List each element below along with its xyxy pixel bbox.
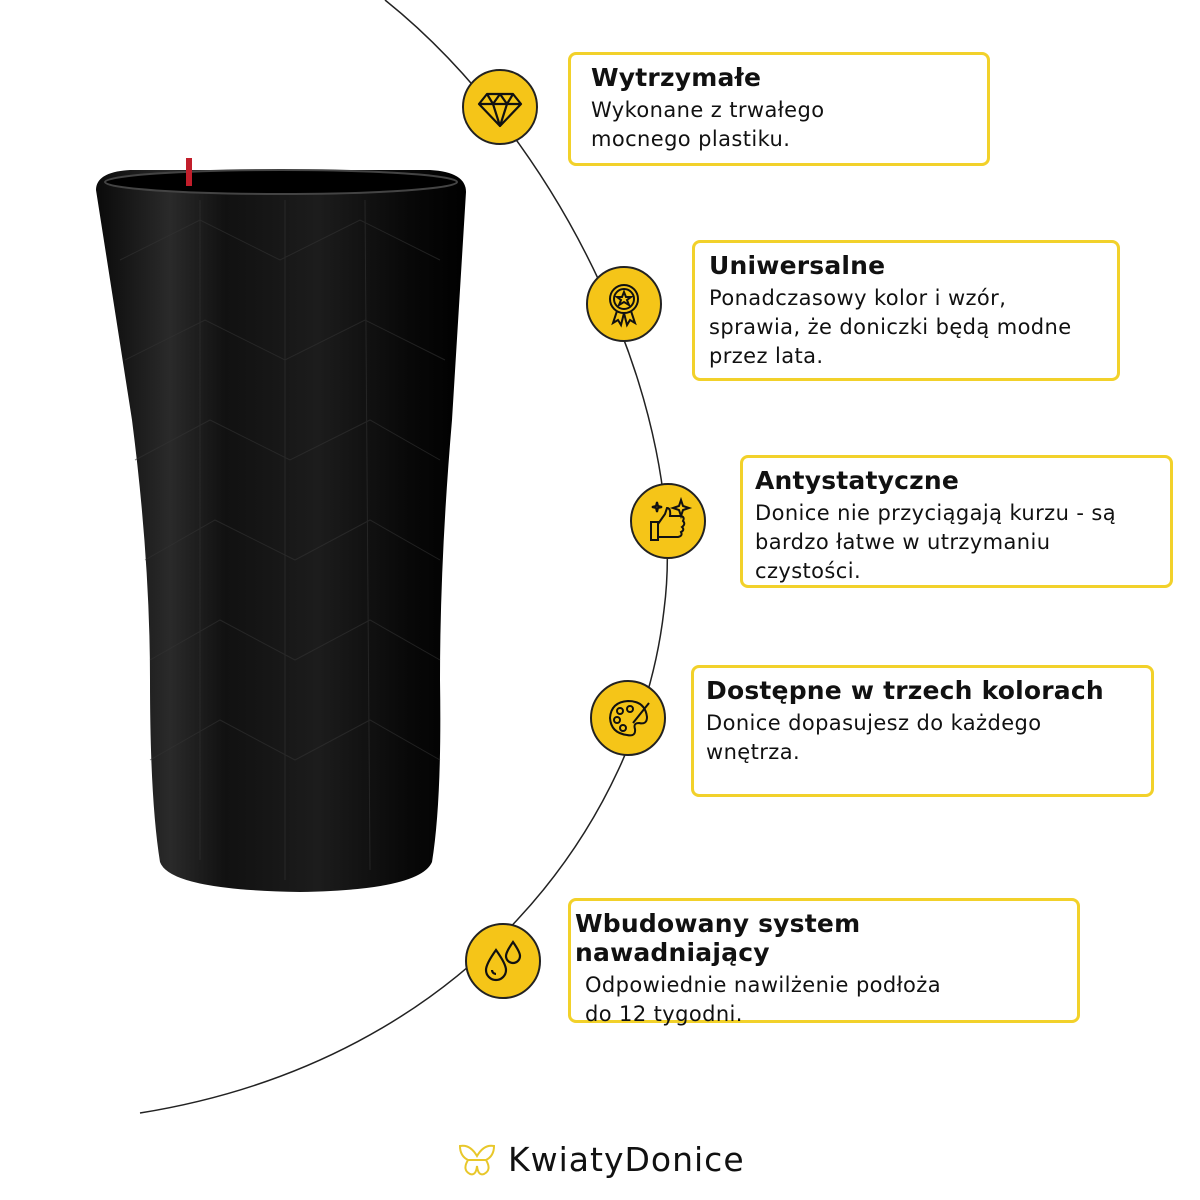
feature-text-line: Donice nie przyciągają kurzu - są — [755, 501, 1117, 525]
feature-title: Antystatyczne — [755, 466, 960, 495]
feature-text-line: mocnego plastiku. — [591, 127, 791, 151]
feature-text-line: Odpowiednie nawilżenie podłoża — [585, 973, 941, 997]
feature-text-line: bardzo łatwe w utrzymaniu — [755, 530, 1051, 554]
feature-text-line: sprawia, że doniczki będą modne — [709, 315, 1072, 339]
feature-text-line: Donice dopasujesz do każdego — [706, 711, 1042, 735]
feature-title: Wbudowany system nawadniający — [575, 909, 861, 967]
award-medal-icon — [586, 266, 662, 342]
feature-title: Uniwersalne — [709, 251, 886, 280]
palette-icon — [590, 680, 666, 756]
feature-title: Wytrzymałe — [591, 63, 762, 92]
feature-card-universal: Uniwersalne Ponadczasowy kolor i wzór, s… — [692, 240, 1120, 381]
feature-text-line: czystości. — [755, 559, 862, 583]
feature-text-line: Ponadczasowy kolor i wzór, — [709, 286, 1007, 310]
butterfly-logo-icon — [458, 1144, 496, 1175]
feature-text-line: do 12 tygodni. — [585, 1002, 743, 1026]
feature-text-line: Wykonane z trwałego — [591, 98, 825, 122]
feature-text-line: wnętrza. — [706, 740, 801, 764]
feature-card-irrigation: Wbudowany system nawadniający Odpowiedni… — [568, 898, 1080, 1026]
diamond-icon — [462, 69, 538, 145]
water-drops-icon — [465, 923, 541, 999]
feature-card-durable: Wytrzymałe Wykonane z trwałego mocnego p… — [568, 52, 990, 166]
brand-logo: KwiatyDonice — [458, 1140, 745, 1179]
sparkle-thumbs-up-icon — [630, 483, 706, 559]
brand-name: KwiatyDonice — [508, 1140, 745, 1179]
feature-text-line: przez lata. — [709, 344, 824, 368]
feature-card-colors: Dostępne w trzech kolorach Donice dopasu… — [691, 665, 1154, 797]
feature-card-antistatic: Antystatyczne Donice nie przyciągają kur… — [740, 455, 1173, 588]
feature-title: Dostępne w trzech kolorach — [706, 676, 1104, 705]
